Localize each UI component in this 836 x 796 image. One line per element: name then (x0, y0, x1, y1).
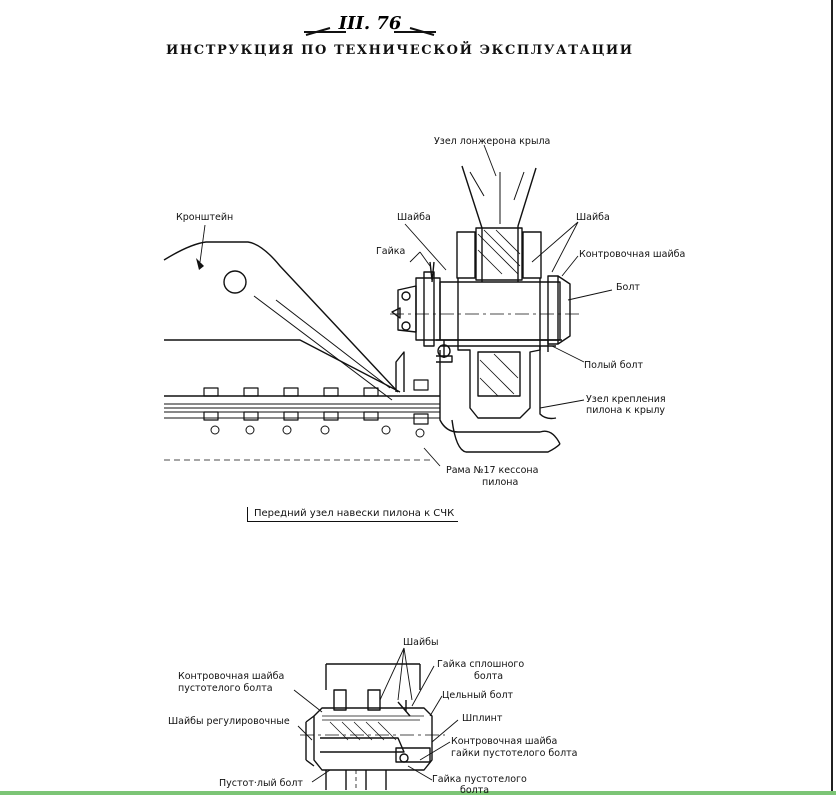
label-solid-bolt: Цельный болт (442, 690, 514, 701)
label-bracket: Кронштейн (176, 212, 234, 223)
label-pylon-node-line1: Узел крепления (586, 394, 666, 405)
label-hollow-bolt-2: Пустот·лый болт (219, 778, 303, 789)
label-washer-right: Шайба (576, 212, 610, 223)
label-spar-node: Узел лонжерона крыла (434, 136, 551, 147)
page-bottom-edge (0, 791, 836, 795)
label-lock-washer-nut-line2: гайки пустотелого болта (451, 748, 578, 759)
label-bolt: Болт (616, 282, 640, 293)
label-washers: Шайбы (403, 637, 439, 648)
label-hollow-bolt: Полый болт (584, 360, 643, 371)
label-solid-bolt-nut-line2: болта (474, 671, 504, 682)
label-frame-line1: Рама №17 кессона (446, 465, 539, 476)
label-adjust-washers: Шайбы регулировочные (168, 716, 290, 727)
label-washer-left: Шайба (397, 212, 431, 223)
label-frame-line2: пилона (482, 477, 519, 488)
page-title: ИНСТРУКЦИЯ ПО ТЕХНИЧЕСКОЙ ЭКСПЛУАТАЦИИ (166, 43, 634, 58)
label-lock-washer: Контровочная шайба (579, 249, 686, 260)
label-nut: Гайка (376, 246, 406, 257)
label-solid-bolt-nut-line1: Гайка сплошного (437, 659, 525, 670)
label-cotter-pin: Шплинт (462, 713, 503, 724)
label-lock-washer-hollow-line2: пустотелого болта (178, 683, 273, 694)
label-pylon-node-line2: пилона к крылу (586, 405, 666, 416)
page-right-edge (831, 0, 833, 795)
label-hollow-bolt-nut-line1: Гайка пустотелого (432, 774, 527, 785)
label-lock-washer-hollow-line1: Контровочная шайба (178, 671, 285, 682)
figure1-caption: Передний узел навески пилона к СЧК (247, 507, 459, 522)
page-number: III. 76 (338, 13, 402, 34)
label-hollow-bolt-nut-line2: болта (460, 785, 490, 796)
page-number-mark: III. 76 (304, 13, 436, 36)
label-lock-washer-nut-line1: Контровочная шайба (451, 736, 558, 747)
